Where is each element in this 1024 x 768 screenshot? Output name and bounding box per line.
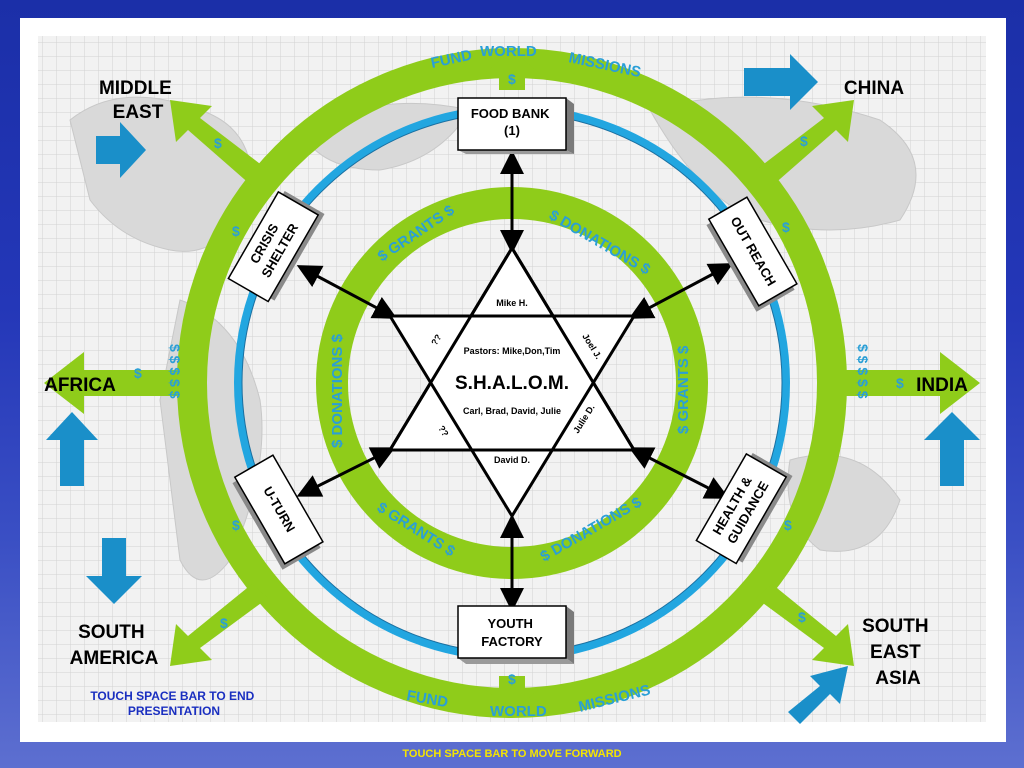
outreach-box: OUT REACH — [706, 196, 798, 312]
connector-arrows — [296, 150, 734, 612]
dollar-downleft: $ — [220, 615, 228, 631]
dollars-left-column: $ $ $ $ $ — [167, 344, 183, 399]
dollars-right-column: $ $ $ $ $ — [855, 344, 871, 399]
green-outward-arrows — [44, 50, 980, 712]
u-turn-box: U-TURN — [232, 454, 324, 570]
dollar-health: $ — [784, 517, 792, 533]
star-title: S.H.A.L.O.M. — [455, 373, 569, 394]
region-south-america: SOUTH AMERICA — [70, 622, 159, 669]
region-south-east-asia: SOUTH EAST ASIA — [862, 616, 934, 689]
dollar-outreach: $ — [782, 219, 790, 235]
dollar-left: $ — [134, 365, 142, 381]
region-china: CHINA — [844, 78, 904, 99]
move-forward-link[interactable]: TOUCH SPACE BAR TO MOVE FORWARD — [402, 748, 622, 760]
dollar-upright: $ — [800, 133, 808, 149]
star-names: Carl, Brad, David, Julie — [463, 406, 561, 416]
dollar-bottom: $ — [508, 671, 516, 687]
arrow-up-africa-icon — [46, 412, 98, 486]
star-upper-left-name: ?? — [429, 332, 443, 347]
region-india: INDIA — [916, 375, 968, 396]
donations-left-label: $ DONATIONS $ — [329, 333, 346, 448]
arrow-upright-se-asia-icon — [788, 666, 848, 724]
youth-factory-box: YOUTH FACTORY — [457, 605, 574, 664]
region-africa: AFRICA — [44, 375, 116, 396]
arrow-right-middle-east-icon — [96, 122, 146, 178]
star-bottom-name: David D. — [494, 455, 530, 465]
shalom-star — [387, 245, 637, 519]
arrow-right-china-icon — [744, 54, 818, 110]
end-presentation-link[interactable]: TOUCH SPACE BAR TO END PRESENTATION — [90, 689, 257, 718]
dollar-top: $ — [508, 71, 516, 87]
dollar-downright: $ — [798, 609, 806, 625]
blue-direction-arrows — [46, 54, 980, 724]
dollar-crisis: $ — [232, 223, 240, 239]
svg-text:FOOD BANK (1): FOOD BANK (1) — [471, 106, 553, 138]
grants-right-label: $ GRANTS $ — [675, 345, 692, 434]
world-bottom-label: WORLD — [490, 703, 547, 720]
dollar-upleft: $ — [214, 135, 222, 151]
food-bank-box: FOOD BANK (1) — [457, 97, 574, 154]
star-top-name: Mike H. — [496, 298, 528, 308]
star-pastors: Pastors: Mike,Don,Tim — [464, 346, 561, 356]
world-top-label: WORLD — [480, 43, 537, 60]
dollar-right: $ — [896, 375, 904, 391]
region-middle-east: MIDDLE EAST — [99, 78, 177, 123]
star-lower-left-name: ?? — [436, 424, 450, 439]
dollar-uturn: $ — [232, 517, 240, 533]
arrow-down-south-america-icon — [86, 538, 142, 604]
svg-text:YOUTH FACTORY: YOUTH FACTORY — [481, 616, 543, 649]
arrow-up-india-icon — [924, 412, 980, 486]
